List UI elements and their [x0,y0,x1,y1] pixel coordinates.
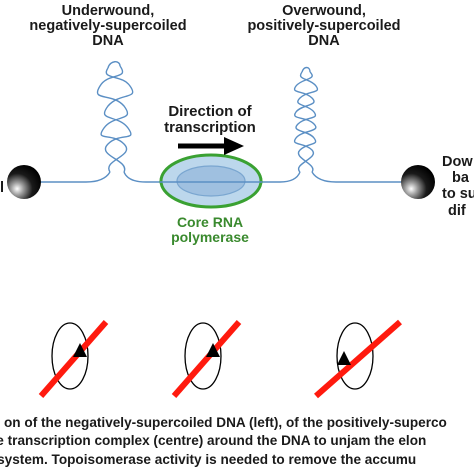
dna-strand-left [40,171,111,183]
barrier-bead-right-icon [401,165,435,199]
direction-arrow-icon [178,137,244,155]
direction-label-line2: transcription [164,118,256,136]
positive-supercoil [293,66,319,173]
underwound-label-line1: Underwound, [61,3,155,19]
downstream-label-line3: to su [442,186,474,203]
core-polymerase-label-line1: Core RNA [176,214,244,230]
upstream-fragment-label: l [0,180,5,196]
caption-line1: on of the negatively-supercoiled DNA (le… [4,415,447,430]
rotation-triangle-icon [337,351,351,365]
underwound-label-line3: DNA [92,33,124,50]
overwound-label-line2: positively-supercoiled [247,18,401,35]
barrier-bead-left-icon [7,165,41,199]
caption-line3: is system. Topoisomerase activity is nee… [0,451,417,467]
rotation-diagram-right [314,319,402,399]
downstream-barrier-label: Dow ba to su dif [436,154,474,219]
rotation-diagram-left [38,320,109,398]
overwound-label: Overwound, positively-supercoiled DNA [230,3,418,50]
rotation-diagram-center [171,320,242,398]
negative-supercoil [96,61,134,173]
downstream-label-line4: dif [448,202,466,219]
dna-strand-right [311,171,404,183]
direction-label: Direction of transcription [150,104,270,136]
rotation-triangle-icon [206,343,220,357]
core-polymerase-label: Core RNA polymerase [140,215,280,244]
underwound-label-line2: negatively-supercoiled [29,18,187,35]
overwound-label-line3: DNA [308,33,340,50]
rna-polymerase-inner [176,165,246,197]
figure-caption: on of the negatively-supercoiled DNA (le… [0,414,474,469]
rotation-triangle-icon [73,343,87,357]
downstream-label-line1: Dow [442,154,473,170]
core-polymerase-label-line2: polymerase [171,228,249,245]
underwound-label: Underwound, negatively-supercoiled DNA [14,3,202,50]
caption-line2: he transcription complex (centre) around… [0,433,427,449]
downstream-label-line2: ba [452,170,469,187]
overwound-label-line1: Overwound, [282,3,366,19]
direction-label-line1: Direction of [168,103,252,120]
